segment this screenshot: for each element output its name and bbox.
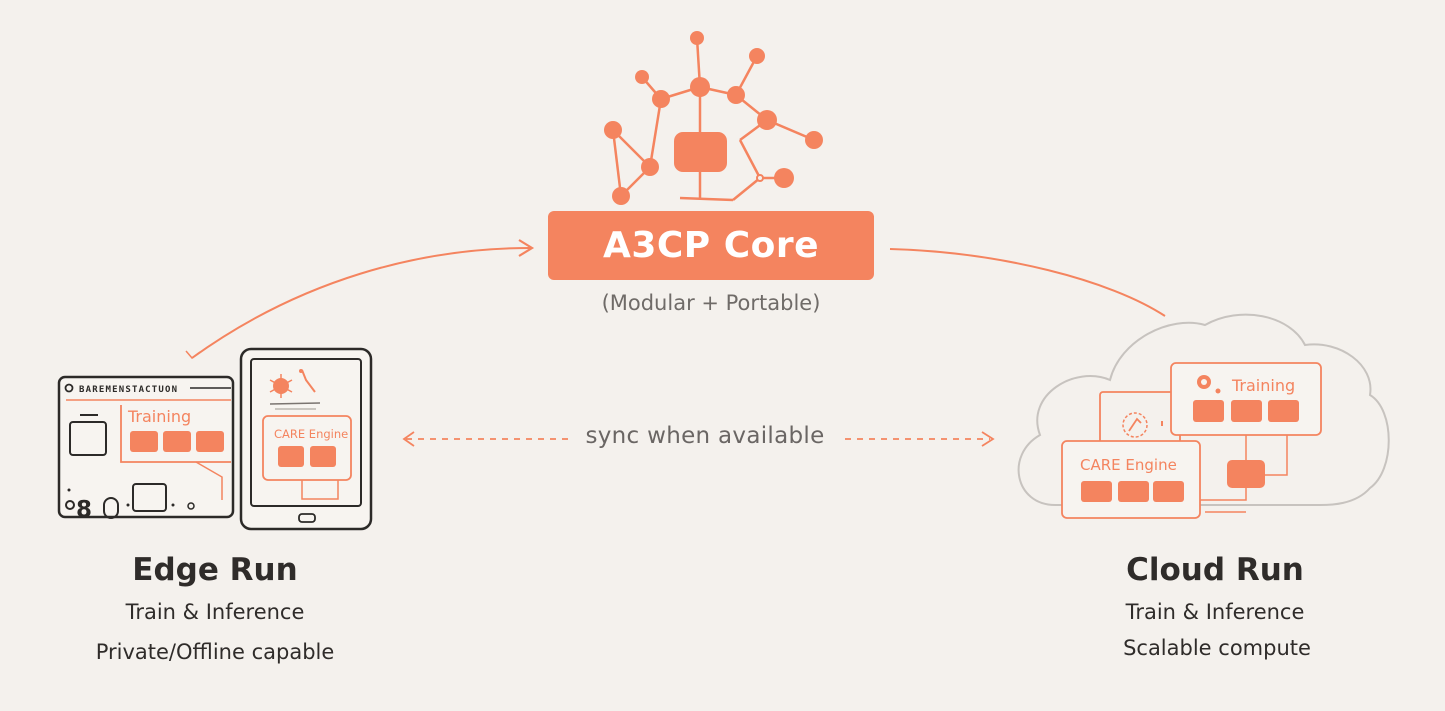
- core-to-cloud-arc: [889, 248, 1166, 317]
- bug-icon: [269, 374, 293, 398]
- edge-line-2: Private/Offline capable: [95, 640, 335, 664]
- edge-title: Edge Run: [132, 552, 298, 588]
- edge-care-label: CARE Engine: [274, 427, 348, 441]
- sync-arrow: [402, 431, 995, 447]
- cloud-line-2: Scalable compute: [1123, 636, 1311, 660]
- arrow-down-icon: [185, 350, 201, 360]
- cloud-line-1: Train & Inference: [1125, 600, 1305, 624]
- target-icon: [1122, 412, 1148, 438]
- edge-line-1: Train & Inference: [125, 600, 305, 624]
- edge-training-label: Training: [127, 407, 191, 426]
- device-header-label: BAREMENSTACTUON: [79, 385, 178, 395]
- core-title: A3CP Core: [602, 225, 820, 266]
- sync-label: sync when available: [585, 423, 825, 449]
- cloud-title: Cloud Run: [1126, 552, 1304, 588]
- edge-to-core-arc: [191, 247, 531, 359]
- tablet-icon: CARE Engine: [239, 347, 373, 531]
- gear-icon: [1197, 375, 1221, 394]
- core-node-icon: [674, 132, 727, 172]
- arrow-right-icon: [518, 239, 535, 257]
- network-nodes: [604, 31, 823, 205]
- cloud-training-label: Training: [1231, 376, 1295, 395]
- cloud-care-label: CARE Engine: [1080, 456, 1177, 474]
- circuit-board-icon: BAREMENSTACTUON 8 Training: [57, 375, 235, 523]
- cloud-panels: Training CARE Engine: [1061, 362, 1322, 519]
- core-box: A3CP Core: [548, 211, 874, 280]
- core-subtitle: (Modular + Portable): [601, 291, 821, 315]
- svg-text:8: 8: [76, 497, 92, 523]
